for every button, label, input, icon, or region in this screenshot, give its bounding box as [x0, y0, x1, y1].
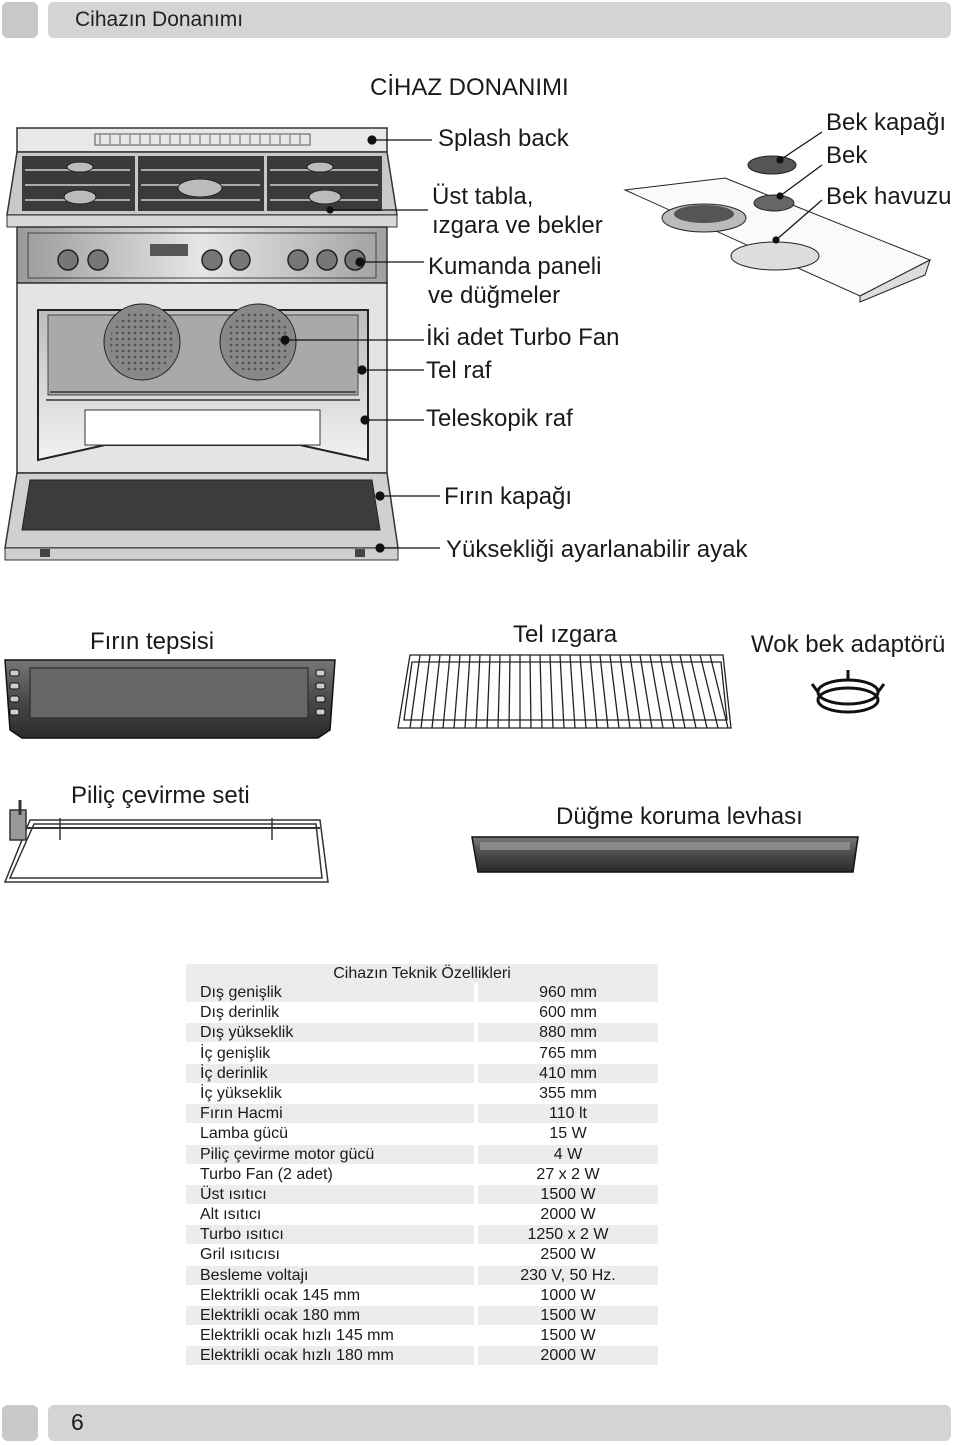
label-control-panel-1: Kumanda paneli	[428, 253, 602, 280]
spec-label: Lamba gücü	[200, 1125, 289, 1143]
spec-label: Elektrikli ocak 180 mm	[186, 1306, 474, 1325]
label-top-panel-2: ızgara ve bekler	[432, 212, 603, 239]
label-burner-base: Bek havuzu	[826, 183, 952, 210]
spec-label: İç genişlik	[200, 1044, 271, 1062]
spec-row: Lamba gücü 15 W	[186, 1124, 658, 1144]
footer-tab	[2, 1405, 38, 1441]
label-wire-shelf: Tel raf	[426, 357, 492, 384]
spec-label: Elektrikli ocak hızlı 145 mm	[200, 1327, 394, 1345]
spec-row: Turbo Fan (2 adet) 27 x 2 W	[186, 1165, 658, 1185]
spec-label: İç yükseklik	[200, 1084, 282, 1102]
label-adjustable-foot: Yüksekliği ayarlanabilir ayak	[446, 536, 748, 563]
spec-value: 1500 W	[478, 1306, 658, 1325]
page-title: CİHAZ DONANIMI	[370, 74, 569, 101]
spec-label: İç derinlik	[186, 1063, 474, 1083]
spec-value: 2000 W	[478, 1346, 658, 1366]
page-number: 6	[71, 1409, 84, 1435]
spec-value: 1500 W	[478, 1184, 658, 1204]
spec-row: Alt ısıtıcı 2000 W	[186, 1205, 658, 1225]
label-control-panel-2: ve düğmeler	[428, 282, 561, 309]
rotisserie-set-illustration	[3, 800, 329, 883]
spec-label: Dış genişlik	[186, 983, 474, 1002]
label-turbo-fan: İki adet Turbo Fan	[426, 324, 620, 351]
oven-door	[4, 472, 399, 561]
spec-value: 960 mm	[478, 983, 658, 1002]
section-title: Cihazın Donanımı	[75, 8, 244, 31]
spec-value: 880 mm	[478, 1023, 658, 1043]
spec-value: 1500 W	[540, 1327, 596, 1345]
label-knob-guard: Düğme koruma levhası	[556, 803, 803, 830]
spec-row: Elektrikli ocak hızlı 145 mm 1500 W	[186, 1326, 658, 1346]
label-rotisserie-set: Piliç çevirme seti	[71, 782, 250, 809]
spec-row: İç yükseklik 355 mm	[186, 1084, 658, 1104]
knob-guard-illustration	[471, 836, 859, 873]
spec-row: Dış derinlik 600 mm	[186, 1003, 658, 1023]
label-wire-grill: Tel ızgara	[513, 621, 618, 648]
spec-value: 765 mm	[539, 1044, 597, 1062]
spec-label: Fırın Hacmi	[186, 1104, 474, 1124]
spec-label: Üst ısıtıcı	[186, 1184, 474, 1204]
label-oven-tray: Fırın tepsisi	[90, 628, 215, 655]
spec-value: 600 mm	[539, 1004, 597, 1022]
spec-value: 230 V, 50 Hz.	[478, 1265, 658, 1285]
spec-value: 27 x 2 W	[536, 1165, 600, 1183]
spec-label: Alt ısıtıcı	[200, 1206, 262, 1224]
label-oven-door: Fırın kapağı	[444, 483, 573, 510]
oven-tray-illustration	[4, 659, 336, 739]
oven-hob	[6, 151, 398, 228]
header-tab	[2, 2, 38, 38]
wire-grill-illustration	[397, 654, 732, 729]
footer-bar	[48, 1405, 951, 1441]
label-telescopic-shelf: Teleskopik raf	[426, 405, 573, 432]
label-burner: Bek	[826, 142, 868, 169]
header-bar	[48, 2, 951, 38]
spec-value: 2000 W	[540, 1206, 596, 1224]
spec-row: Elektrikli ocak 145 mm 1000 W	[186, 1286, 658, 1306]
spec-label: Elektrikli ocak hızlı 180 mm	[186, 1346, 474, 1366]
spec-label: Besleme voltajı	[186, 1265, 474, 1285]
spec-label: Piliç çevirme motor gücü	[186, 1144, 474, 1164]
spec-value: 1250 x 2 W	[478, 1225, 658, 1245]
spec-label: Turbo Fan (2 adet)	[200, 1165, 333, 1183]
oven-control-panel	[16, 226, 388, 284]
spec-table-title: Cihazın Teknik Özellikleri	[186, 964, 658, 983]
spec-label: Dış derinlik	[200, 1004, 280, 1022]
wok-adapter-illustration	[810, 670, 886, 714]
label-splash-back: Splash back	[438, 125, 569, 152]
spec-value: 355 mm	[539, 1084, 597, 1102]
spec-value: 15 W	[549, 1125, 587, 1143]
spec-value: 110 lt	[478, 1104, 658, 1124]
spec-value: 4 W	[478, 1144, 658, 1164]
burner-detail-illustration	[623, 131, 932, 303]
spec-label: Elektrikli ocak 145 mm	[200, 1286, 361, 1304]
spec-value: 1000 W	[540, 1286, 596, 1304]
spec-label: Turbo ısıtıcı	[186, 1225, 474, 1245]
spec-row: İç genişlik 765 mm	[186, 1044, 658, 1064]
spec-value: 2500 W	[540, 1246, 596, 1264]
spec-value: 410 mm	[478, 1063, 658, 1083]
label-wok-adapter: Wok bek adaptörü	[751, 631, 946, 658]
oven-body	[16, 282, 388, 474]
label-top-panel-1: Üst tabla,	[432, 183, 534, 210]
spec-label: Dış yükseklik	[186, 1023, 474, 1043]
label-burner-cap: Bek kapağı	[826, 109, 947, 136]
spec-label: Gril ısıtıcısı	[200, 1246, 280, 1264]
oven-splash-back	[16, 127, 388, 153]
spec-row: Gril ısıtıcısı 2500 W	[186, 1245, 658, 1265]
